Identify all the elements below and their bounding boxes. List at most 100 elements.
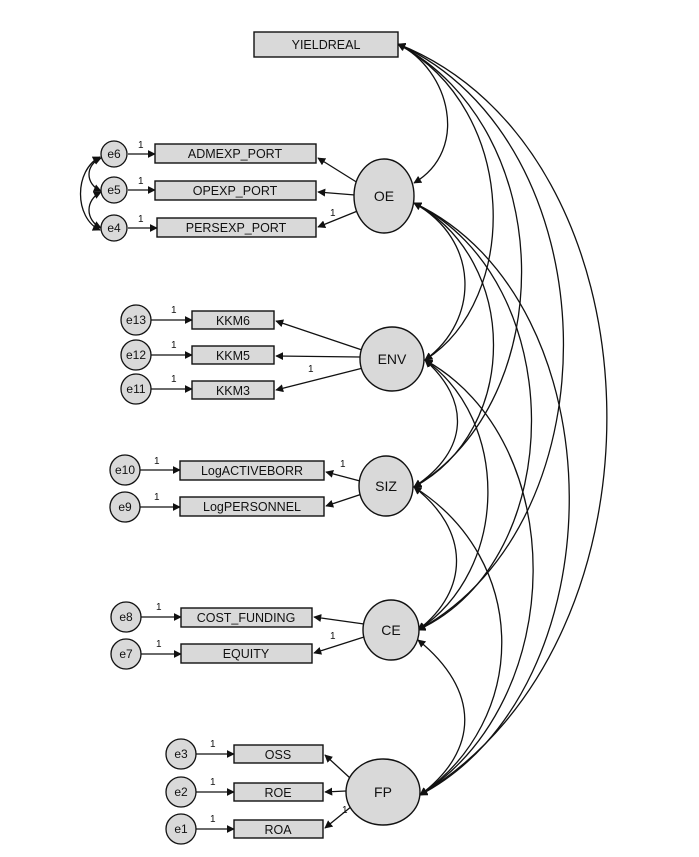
weight-e7: 1 bbox=[156, 639, 162, 650]
load-env-kkm3 bbox=[275, 367, 364, 393]
weight-ce-equity: 1 bbox=[330, 631, 336, 642]
latent-env-label: ENV bbox=[378, 351, 407, 367]
load-ce-equity bbox=[313, 636, 365, 655]
latent-oe-label: OE bbox=[374, 188, 394, 204]
cov-oe-ce bbox=[413, 202, 533, 631]
cov-yield-env bbox=[397, 43, 494, 361]
error-e7[interactable]: e7 bbox=[110, 638, 142, 670]
latent-fp[interactable]: FP bbox=[345, 758, 421, 826]
latent-fp-label: FP bbox=[374, 784, 392, 800]
node-roe-label: ROE bbox=[264, 786, 291, 800]
error-e10-label: e10 bbox=[115, 463, 135, 477]
node-persexp-label: PERSEXP_PORT bbox=[186, 221, 287, 235]
node-yieldreal-label: YIELDREAL bbox=[292, 38, 361, 52]
node-yieldreal[interactable]: YIELDREAL bbox=[253, 31, 399, 58]
latent-variables: OE ENV SIZ CE FP bbox=[345, 158, 425, 826]
error-e3[interactable]: e3 bbox=[165, 738, 197, 770]
weight-e2: 1 bbox=[210, 777, 216, 788]
weight-e5: 1 bbox=[138, 176, 144, 187]
node-logactive[interactable]: LogACTIVEBORR bbox=[179, 460, 325, 481]
node-equity-label: EQUITY bbox=[223, 647, 270, 661]
node-logpers[interactable]: LogPERSONNEL bbox=[179, 496, 325, 517]
load-oe-admexp bbox=[317, 157, 359, 184]
error-e12[interactable]: e12 bbox=[120, 339, 152, 371]
latent-oe[interactable]: OE bbox=[353, 158, 415, 234]
cov-yield-fp bbox=[397, 42, 608, 796]
error-e1-label: e1 bbox=[174, 822, 188, 836]
error-e9[interactable]: e9 bbox=[109, 491, 141, 523]
weight-e12: 1 bbox=[171, 340, 177, 351]
cov-e6-e5 bbox=[88, 157, 102, 192]
cov-yield-ce bbox=[397, 43, 564, 631]
load-fp-roe bbox=[324, 787, 347, 796]
node-kkm5[interactable]: KKM5 bbox=[191, 345, 275, 365]
latent-ce[interactable]: CE bbox=[362, 599, 420, 661]
error-e11-label: e11 bbox=[126, 382, 145, 396]
error-e1[interactable]: e1 bbox=[165, 813, 197, 845]
error-e7-label: e7 bbox=[119, 647, 133, 661]
load-oe-persexp bbox=[317, 209, 361, 229]
cov-env-fp bbox=[419, 359, 534, 796]
error-e5-label: e5 bbox=[107, 183, 121, 197]
node-kkm3[interactable]: KKM3 bbox=[191, 380, 275, 400]
weight-e1: 1 bbox=[210, 814, 216, 825]
cov-e5-e4 bbox=[88, 191, 102, 229]
latent-ce-label: CE bbox=[381, 622, 400, 638]
node-admexp[interactable]: ADMEXP_PORT bbox=[154, 143, 317, 164]
error-e8-label: e8 bbox=[119, 610, 133, 624]
weight-e10: 1 bbox=[154, 456, 160, 467]
error-e9-label: e9 bbox=[118, 500, 132, 514]
cov-oe-fp bbox=[413, 202, 570, 796]
node-persexp[interactable]: PERSEXP_PORT bbox=[156, 217, 317, 238]
node-costfund[interactable]: COST_FUNDING bbox=[180, 607, 313, 628]
cov-siz-fp bbox=[413, 486, 503, 796]
weight-env-kkm3: 1 bbox=[308, 364, 314, 375]
latent-siz-label: SIZ bbox=[375, 478, 397, 494]
node-logpers-label: LogPERSONNEL bbox=[203, 500, 301, 514]
load-env-kkm5 bbox=[275, 352, 361, 361]
latent-env[interactable]: ENV bbox=[359, 326, 425, 392]
error-e13-label: e13 bbox=[126, 313, 146, 327]
node-kkm6[interactable]: KKM6 bbox=[191, 310, 275, 330]
cov-ce-fp bbox=[417, 639, 466, 796]
error-e8[interactable]: e8 bbox=[110, 601, 142, 633]
load-ce-costfund bbox=[313, 614, 365, 625]
error-e6-label: e6 bbox=[107, 147, 121, 161]
node-opexp[interactable]: OPEXP_PORT bbox=[154, 180, 317, 201]
node-oss[interactable]: OSS bbox=[233, 744, 324, 764]
node-opexp-label: OPEXP_PORT bbox=[193, 184, 278, 198]
cov-yield-siz bbox=[397, 43, 523, 488]
load-fp-oss bbox=[324, 754, 351, 779]
fixed-weight-labels: 1 1 1 1 1 1 1 1 1 1 1 1 1 1 1 1 1 1 bbox=[138, 140, 348, 825]
weight-e4: 1 bbox=[138, 214, 144, 225]
error-e2[interactable]: e2 bbox=[165, 776, 197, 808]
weight-fp-roa: 1 bbox=[342, 805, 348, 816]
load-fp-roa bbox=[324, 805, 353, 829]
weight-e8: 1 bbox=[156, 602, 162, 613]
node-kkm6-label: KKM6 bbox=[216, 314, 250, 328]
node-costfund-label: COST_FUNDING bbox=[197, 611, 296, 625]
error-e11[interactable]: e11 bbox=[120, 373, 152, 405]
cov-env-siz bbox=[413, 359, 459, 488]
error-e6[interactable]: e6 bbox=[100, 140, 128, 168]
error-e10[interactable]: e10 bbox=[109, 454, 141, 486]
error-e2-label: e2 bbox=[174, 785, 188, 799]
cov-env-ce bbox=[417, 359, 489, 631]
latent-siz[interactable]: SIZ bbox=[358, 455, 414, 517]
error-e12-label: e12 bbox=[126, 348, 146, 362]
weight-e3: 1 bbox=[210, 739, 216, 750]
error-e13[interactable]: e13 bbox=[120, 304, 152, 336]
node-roa[interactable]: ROA bbox=[233, 819, 324, 839]
node-kkm3-label: KKM3 bbox=[216, 384, 250, 398]
node-logactive-label: LogACTIVEBORR bbox=[201, 464, 303, 478]
load-siz-logactive bbox=[325, 469, 361, 482]
node-roe[interactable]: ROE bbox=[233, 782, 324, 802]
error-e4[interactable]: e4 bbox=[100, 214, 128, 242]
cov-e6-e4 bbox=[80, 156, 101, 231]
loading-arrows bbox=[275, 157, 365, 829]
observed-variables: YIELDREAL ADMEXP_PORT OPEXP_PORT PERSEXP… bbox=[154, 31, 399, 839]
weight-e9: 1 bbox=[154, 492, 160, 503]
error-e5[interactable]: e5 bbox=[100, 176, 128, 204]
node-equity[interactable]: EQUITY bbox=[180, 643, 313, 664]
